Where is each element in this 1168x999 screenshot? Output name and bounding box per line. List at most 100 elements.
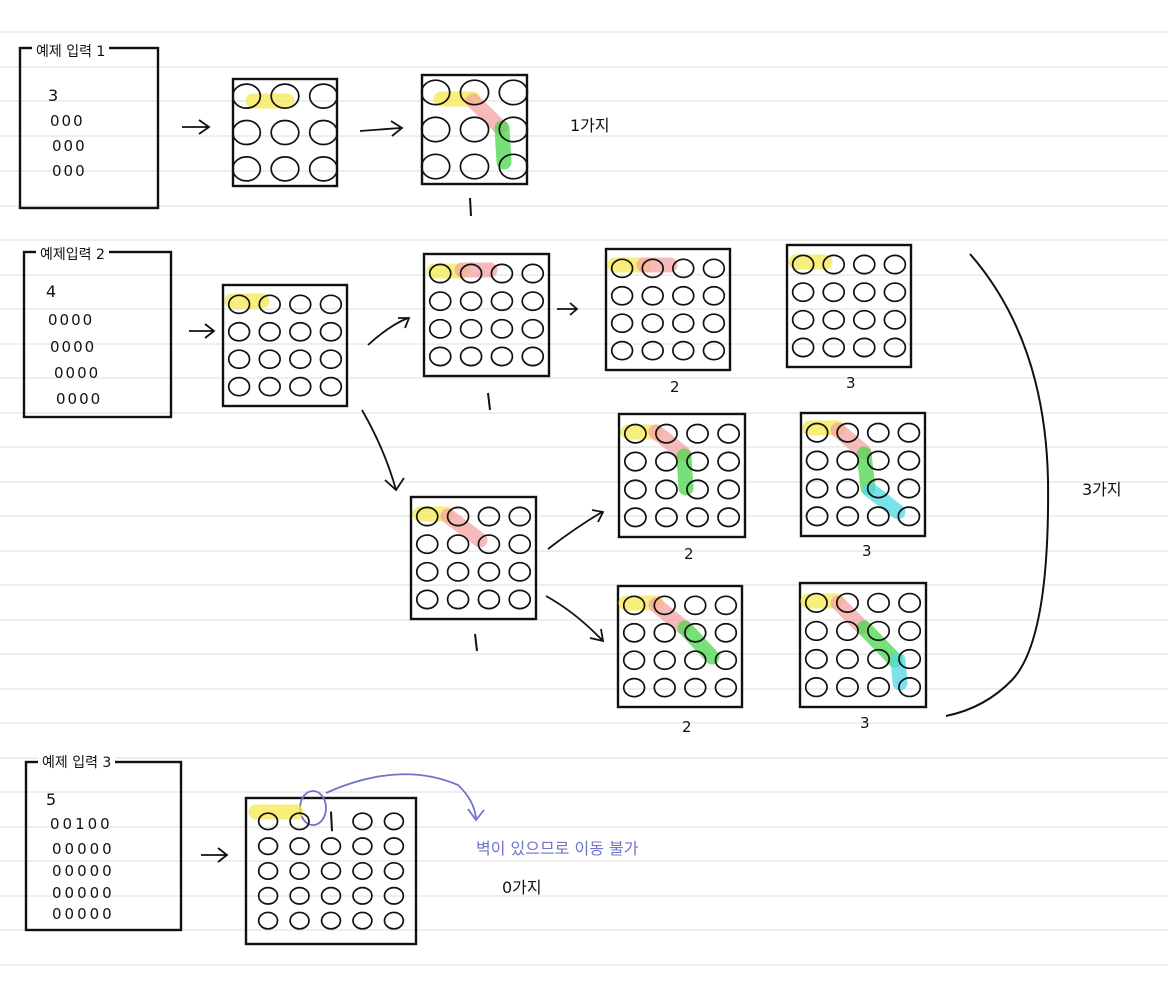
empty-cell [684,650,707,671]
path-count-label: 2 [684,545,694,563]
empty-cell [508,534,532,555]
empty-cell [836,478,860,499]
empty-cell [521,318,545,339]
empty-cell [257,812,279,831]
empty-cell [420,153,451,180]
example-1-input-box [18,46,160,210]
example-1-n: 3 [48,86,59,105]
pipe-vertical-highlight [676,448,694,496]
example-1 [18,46,529,217]
empty-cell [257,911,279,930]
empty-cell [653,650,676,671]
empty-cell [231,119,262,146]
empty-cell [717,451,741,472]
empty-cell [521,263,545,284]
empty-cell [623,451,647,472]
empty-cell [866,450,890,471]
empty-cell [428,291,452,312]
empty-cell [655,423,678,444]
empty-cell [352,861,373,881]
grid-box [420,73,529,186]
empty-cell [383,886,405,905]
empty-cell [835,648,859,670]
wall-cell [330,811,333,832]
empty-cell [415,534,439,555]
empty-cell [867,620,891,642]
empty-cell [320,837,342,856]
empty-cell [672,285,695,306]
empty-cell [289,886,310,905]
example-1-answer: 1가지 [570,116,610,135]
empty-cell [804,620,828,642]
empty-cell [227,321,251,342]
empty-cell [490,346,514,367]
example-2-row: 0000 [50,338,97,356]
empty-cell [714,595,738,616]
pipe-diagonal-highlight [440,508,488,548]
empty-cell [791,254,815,275]
empty-cell [383,812,405,831]
arrow [359,120,404,137]
empty-cell [498,79,529,106]
empty-cell [836,450,860,471]
empty-cell [641,313,664,334]
empty-cell [257,837,279,856]
empty-cell [257,861,279,881]
example-3-row: 00100 [50,815,113,833]
empty-cell [258,321,281,342]
empty-cell [852,254,876,275]
pipe-vertical-highlight [856,620,903,668]
empty-cell [653,677,676,698]
pipe-end-highlight [890,652,908,691]
empty-cell [308,119,339,146]
empty-cell [258,349,281,370]
empty-cell [702,285,726,306]
empty-cell [686,479,709,500]
empty-cell [867,648,891,670]
grid-box [617,412,747,539]
empty-cell [622,595,646,616]
empty-cell [415,561,439,582]
pipe-diagonal-highlight [830,595,870,635]
example-1-row: 000 [52,137,87,155]
empty-cell [459,263,483,284]
empty-cell [822,309,846,330]
empty-cell [477,534,501,555]
empty-cell [866,506,890,527]
empty-cell [428,346,452,367]
empty-cell [897,478,921,499]
empty-cell [521,346,545,367]
empty-cell [897,450,921,471]
empty-cell [641,340,664,361]
empty-cell [257,886,279,905]
empty-cell [653,595,676,616]
pipe-end-highlight [862,482,906,520]
empty-cell [490,291,514,312]
empty-cell [231,156,262,182]
empty-cell [622,622,646,643]
empty-cell [490,263,514,284]
cell-grid [415,506,532,610]
example-2-n: 4 [46,282,57,301]
empty-cell [702,313,726,334]
example-3-row: 00000 [52,862,115,880]
cell-grid [791,254,907,358]
arrow [182,119,211,135]
empty-cell [835,620,859,642]
wall-note-arrow [325,773,485,822]
example-3-n: 5 [46,790,57,809]
empty-cell [227,376,251,397]
pipe-vertical-highlight [677,620,720,665]
empty-cell [623,507,647,528]
example-2-row: 0000 [54,364,101,382]
empty-cell [477,589,501,610]
empty-cell [822,337,846,358]
empty-cell [383,911,405,930]
empty-cell [686,423,709,444]
example-2-answer: 3가지 [1082,480,1122,499]
empty-cell [852,337,876,358]
empty-cell [898,592,922,613]
empty-cell [352,911,373,930]
cell-grid [804,592,922,698]
grid-box [422,252,551,378]
